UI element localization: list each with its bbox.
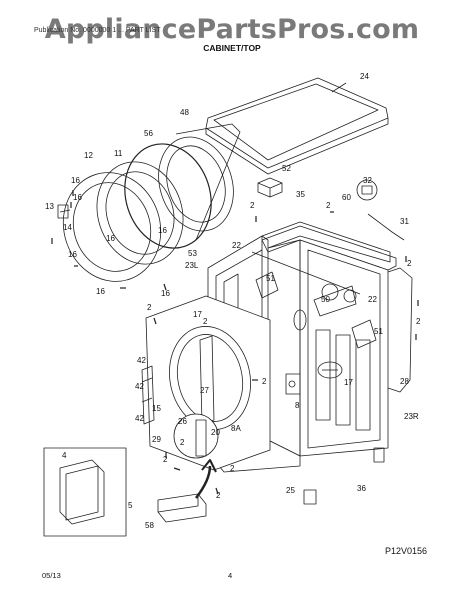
- callout-c60: 60: [342, 193, 351, 202]
- callout-c14: 14: [63, 223, 72, 232]
- callout-c8: 8: [295, 401, 300, 410]
- door-assembly: [57, 123, 241, 282]
- callout-c23L: 23L: [185, 261, 199, 270]
- top-panel-part: [205, 77, 389, 175]
- detail-circle: [173, 413, 219, 459]
- screws: [51, 190, 419, 495]
- section-title: CABINET/TOP: [203, 43, 261, 53]
- callout-c56: 56: [144, 129, 153, 138]
- callout-c2b: 2: [326, 201, 331, 210]
- callout-c2k: 2: [216, 491, 221, 500]
- diagram-code: P12V0156: [385, 546, 428, 556]
- hinge-parts: [141, 365, 155, 425]
- callout-c31: 31: [400, 217, 409, 226]
- callout-c23R: 23R: [404, 412, 419, 421]
- callout-c25: 25: [286, 486, 295, 495]
- small-parts: [303, 361, 385, 505]
- callout-c2a: 2: [250, 201, 255, 210]
- watermark-text: AppliancePartsPros.com: [44, 14, 420, 45]
- callout-c2c: 2: [407, 259, 412, 268]
- callout-c13: 13: [45, 202, 54, 211]
- callout-c17a: 17: [193, 310, 202, 319]
- callout-c2f: 2: [416, 317, 421, 326]
- callout-c17b: 17: [344, 378, 353, 387]
- callout-c5: 5: [128, 501, 133, 510]
- part-32-detail: [356, 179, 405, 241]
- callout-c52: 52: [282, 164, 291, 173]
- callout-c2g: 2: [262, 377, 267, 386]
- callout-c2d: 2: [147, 303, 152, 312]
- publication-subheader: Publication No. 0000000 1 ... PART LIST: [34, 27, 161, 34]
- callout-c2e: 2: [203, 317, 208, 326]
- callout-c35: 35: [296, 190, 305, 199]
- callout-c16f: 16: [161, 289, 170, 298]
- callout-c42b: 42: [135, 382, 144, 391]
- callout-c51a: 51: [266, 274, 275, 283]
- callout-c16d: 16: [68, 250, 77, 259]
- callout-c29: 29: [152, 435, 161, 444]
- callout-c28: 28: [400, 377, 409, 386]
- callout-c27: 27: [200, 386, 209, 395]
- callout-c51b: 51: [374, 327, 383, 336]
- callout-c42c: 42: [135, 414, 144, 423]
- inset-box: [43, 447, 127, 537]
- callout-c4: 4: [62, 451, 67, 460]
- callout-c26: 26: [178, 417, 187, 426]
- callout-c58: 58: [145, 521, 154, 530]
- callout-c20: 20: [211, 428, 220, 437]
- callout-c50: 50: [321, 295, 330, 304]
- callout-c16e: 16: [158, 226, 167, 235]
- callout-c15: 15: [152, 404, 161, 413]
- callout-c2i: 2: [163, 455, 168, 464]
- callout-c32: 32: [363, 176, 372, 185]
- callout-c2j: 2: [230, 464, 235, 473]
- arrow: [195, 459, 217, 499]
- callout-c11: 11: [114, 149, 123, 158]
- callout-c24: 24: [360, 72, 369, 81]
- callout-c42a: 42: [137, 356, 146, 365]
- callout-c16c: 16: [106, 234, 115, 243]
- callout-c48: 48: [180, 108, 189, 117]
- part-58: [157, 493, 207, 523]
- callout-c36: 36: [357, 484, 366, 493]
- callout-c22a: 22: [232, 241, 241, 250]
- callout-c8A: 8A: [231, 424, 241, 433]
- footer-page-number: 4: [228, 571, 233, 580]
- callout-c53: 53: [188, 249, 197, 258]
- callout-c16a: 16: [71, 176, 80, 185]
- dispenser-part: [257, 177, 283, 198]
- footer-date: 05/13: [42, 571, 61, 580]
- callout-c2h: 2: [180, 438, 185, 447]
- callout-c16g: 16: [96, 287, 105, 296]
- callout-c16b: 16: [73, 193, 82, 202]
- callout-c22b: 22: [368, 295, 377, 304]
- callout-c12: 12: [84, 151, 93, 160]
